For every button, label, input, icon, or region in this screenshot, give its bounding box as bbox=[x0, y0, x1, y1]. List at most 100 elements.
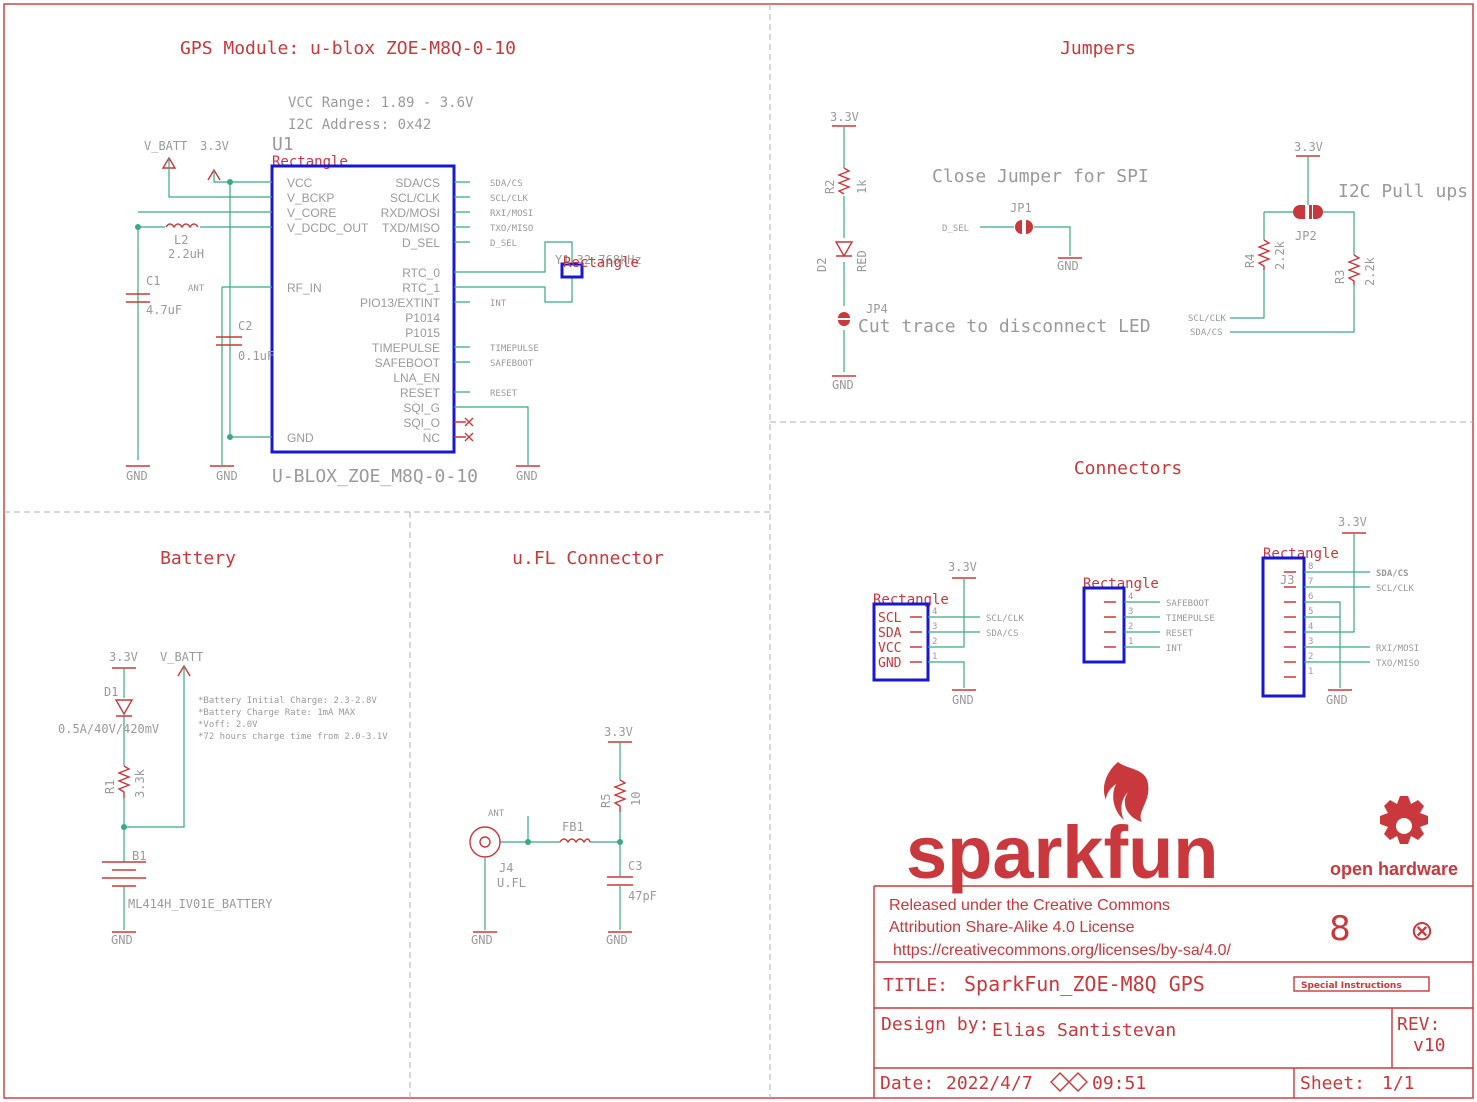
design-by-label: Design by: bbox=[881, 1014, 989, 1035]
sparkfun-flame-icon bbox=[1103, 762, 1149, 822]
j2-net-timepulse: TIMEPULSE bbox=[1166, 614, 1215, 624]
resistor-r1[interactable] bbox=[117, 765, 131, 798]
jumper-jp4[interactable] bbox=[838, 312, 850, 326]
j1-num-3: 3 bbox=[932, 622, 937, 632]
pullup-scl-net: SCL/CLK bbox=[1188, 314, 1227, 324]
gps-pin-txd-miso: TXD/MISO bbox=[382, 221, 440, 235]
special-instructions: Special Instructions bbox=[1301, 981, 1402, 991]
jumper-jp2[interactable] bbox=[1293, 205, 1323, 219]
section-title-jumpers: Jumpers bbox=[1060, 38, 1136, 59]
crystal-rect-label: Rectangle bbox=[563, 255, 639, 271]
j2-num-1: 1 bbox=[1128, 637, 1133, 647]
j3-net-scl: SCL/CLK bbox=[1376, 584, 1415, 594]
gps-net-scl-clk: SCL/CLK bbox=[490, 194, 529, 204]
connector-j2[interactable] bbox=[1082, 586, 1126, 664]
capacitor-c3[interactable] bbox=[607, 876, 633, 886]
j4-refdes: J4 bbox=[499, 861, 513, 875]
designer-name: Elias Santistevan bbox=[992, 1020, 1176, 1041]
ufl-gnd-label-2: GND bbox=[606, 933, 628, 947]
jumper-jp1[interactable] bbox=[1015, 220, 1033, 234]
gps-module-body[interactable] bbox=[270, 164, 456, 454]
resistor-r2[interactable] bbox=[837, 167, 851, 195]
gps-gnd-label-2: GND bbox=[216, 469, 238, 483]
led-d2[interactable] bbox=[834, 241, 854, 258]
special-instructions-box bbox=[1293, 976, 1430, 992]
open-hardware-logo: open hardware bbox=[1330, 796, 1458, 879]
ufl-junction-ant bbox=[525, 839, 531, 845]
resistor-r5[interactable] bbox=[613, 779, 627, 812]
j1-num-1: 1 bbox=[932, 652, 937, 662]
connector-j1[interactable] bbox=[872, 602, 930, 682]
j1-pin-sda: SDA bbox=[878, 626, 902, 641]
d1-refdes: D1 bbox=[104, 685, 118, 699]
battery-note-4: *72 hours charge time from 2.0-3.1V bbox=[198, 732, 388, 742]
j2-rect-label: Rectangle bbox=[1083, 576, 1159, 592]
connectors-section: 3.3V GND Rectangle SCL SDA VCC GND 4 3 2… bbox=[872, 515, 1419, 707]
capacitor-c2[interactable] bbox=[216, 336, 242, 346]
j3-wires bbox=[1304, 533, 1370, 688]
j1-net-sda: SDA/CS bbox=[986, 629, 1019, 639]
ufl-connector-j4[interactable] bbox=[469, 826, 501, 858]
b1-value: ML414H_IV01E_BATTERY bbox=[128, 897, 273, 911]
crystal-y1[interactable] bbox=[560, 262, 584, 279]
gps-net-timepulse: TIMEPULSE bbox=[490, 344, 539, 354]
c1-refdes: C1 bbox=[146, 274, 160, 288]
title-value: SparkFun_ZOE-M8Q GPS bbox=[964, 972, 1205, 996]
ufl-wires bbox=[484, 742, 621, 930]
jumpers-3v3-led: 3.3V bbox=[830, 110, 859, 124]
capacitor-c1[interactable] bbox=[126, 293, 150, 303]
r2-value: 1k bbox=[855, 179, 869, 194]
jumpers-section: 3.3V R2 1k D2 RED JP4 Cut trace to disco… bbox=[815, 110, 1468, 392]
b1-refdes: B1 bbox=[132, 849, 146, 863]
jp2-refdes: JP2 bbox=[1295, 229, 1317, 243]
j1-gnd-label: GND bbox=[952, 693, 974, 707]
battery-junction bbox=[121, 824, 127, 830]
battery-note-1: *Battery Initial Charge: 2.3-2.8V bbox=[198, 696, 377, 706]
gps-pin-v-bckp: V_BCKP bbox=[287, 191, 334, 205]
gps-part-name: U-BLOX_ZOE_M8Q-0-10 bbox=[272, 466, 478, 487]
diode-d1[interactable] bbox=[114, 699, 134, 717]
license-url[interactable]: https://creativecommons.org/licenses/by-… bbox=[893, 942, 1231, 959]
date-separator-icon bbox=[1050, 1072, 1088, 1092]
time-value: 09:51 bbox=[1092, 1073, 1146, 1094]
j3-num-2: 2 bbox=[1308, 652, 1313, 662]
j1-num-4: 4 bbox=[932, 607, 937, 617]
j3-num-8: 8 bbox=[1308, 562, 1313, 572]
ferrite-fb1[interactable] bbox=[559, 838, 591, 844]
d2-value: RED bbox=[855, 250, 869, 272]
c3-value: 47pF bbox=[628, 889, 657, 903]
j1-net-scl: SCL/CLK bbox=[986, 614, 1025, 624]
gps-net-safeboot: SAFEBOOT bbox=[490, 359, 534, 369]
gps-pin-rxd-mosi: RXD/MOSI bbox=[381, 206, 440, 220]
section-title-gps: GPS Module: u-blox ZOE-M8Q-0-10 bbox=[180, 38, 516, 59]
j2-wires bbox=[1124, 601, 1160, 648]
ufl-connector-j4-center bbox=[479, 836, 491, 848]
fb1-refdes: FB1 bbox=[562, 820, 584, 834]
resistor-r4[interactable] bbox=[1257, 239, 1271, 270]
section-title-connectors: Connectors bbox=[1074, 458, 1182, 479]
gps-net-rxi-mosi: RXI/MOSI bbox=[490, 209, 533, 219]
j3-refdes: J3 bbox=[1280, 573, 1294, 587]
r1-refdes: R1 bbox=[103, 780, 117, 794]
gps-pin-rf-in: RF_IN bbox=[287, 281, 322, 295]
j1-num-2: 2 bbox=[932, 637, 937, 647]
inductor-l2[interactable] bbox=[165, 223, 199, 229]
gps-pin-v-dcdc-out: V_DCDC_OUT bbox=[287, 221, 369, 235]
pullup-sda-net: SDA/CS bbox=[1190, 328, 1223, 338]
j1-pin-scl: SCL bbox=[878, 611, 902, 626]
gps-i2c-address-note: I2C Address: 0x42 bbox=[288, 117, 431, 133]
crystal-y1-label: Y1 32.768kHz bbox=[555, 253, 642, 267]
j3-net-sda: SDA/CS bbox=[1376, 569, 1409, 579]
ufl-section: 3.3V R5 10 ANT J4 U.FL FB1 C3 47pF GND G… bbox=[469, 725, 657, 947]
gps-pin-scl-clk: SCL/CLK bbox=[390, 191, 440, 205]
battery-vbatt-label: V_BATT bbox=[160, 650, 203, 664]
battery-section: 3.3V V_BATT D1 0.5A/40V/420mV R1 3.3k B1… bbox=[58, 650, 388, 947]
gps-pin-sda-cs: SDA/CS bbox=[395, 176, 440, 190]
open-hardware-gear-hole bbox=[1396, 818, 1412, 834]
gps-pin-p1014: P1014 bbox=[405, 311, 440, 325]
gps-ant-net: ANT bbox=[188, 284, 205, 294]
resistor-r3[interactable] bbox=[1347, 254, 1361, 285]
battery-b1[interactable] bbox=[102, 861, 146, 887]
pullup-wires bbox=[1230, 156, 1355, 333]
connector-j3[interactable] bbox=[1261, 556, 1306, 698]
